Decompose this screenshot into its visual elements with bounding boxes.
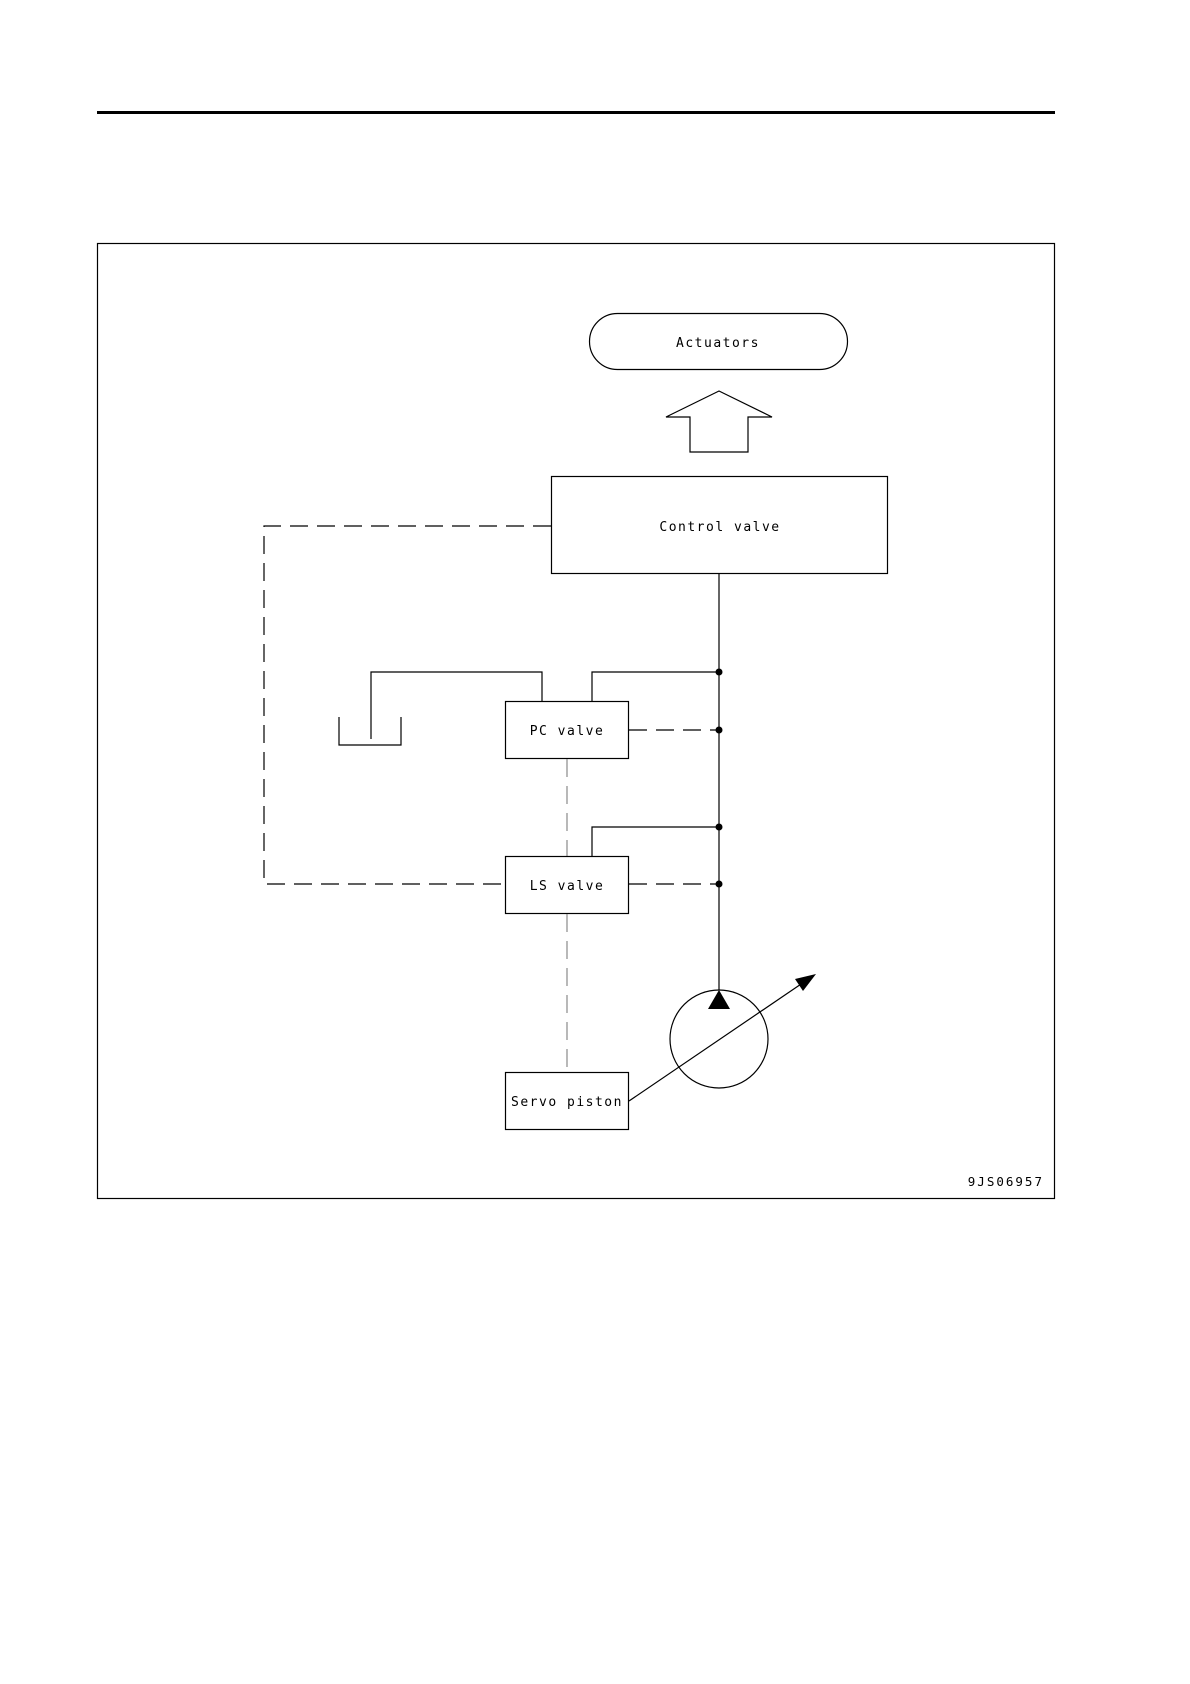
junction-dot: [716, 824, 723, 831]
pump-outlet-triangle: [708, 990, 730, 1009]
ls-valve-label: LS valve: [530, 879, 605, 894]
tank-symbol: [339, 717, 401, 745]
pump-variable-arrow-head: [795, 974, 816, 991]
pc-valve-label: PC valve: [530, 724, 605, 739]
ls-signal-line: [264, 526, 551, 884]
servo-piston-label: Servo piston: [511, 1095, 623, 1110]
ls-supply-line: [592, 827, 719, 856]
diagram-frame: [98, 244, 1055, 1199]
actuators-label: Actuators: [676, 336, 760, 351]
figure-id: 9JS06957: [968, 1174, 1044, 1189]
flow-up-arrow: [666, 391, 772, 452]
junction-dot: [716, 669, 723, 676]
drain-line: [371, 672, 542, 739]
junction-dot: [716, 881, 723, 888]
pc-supply-line: [592, 672, 719, 701]
control-valve-label: Control valve: [659, 520, 780, 535]
junction-dot: [716, 727, 723, 734]
